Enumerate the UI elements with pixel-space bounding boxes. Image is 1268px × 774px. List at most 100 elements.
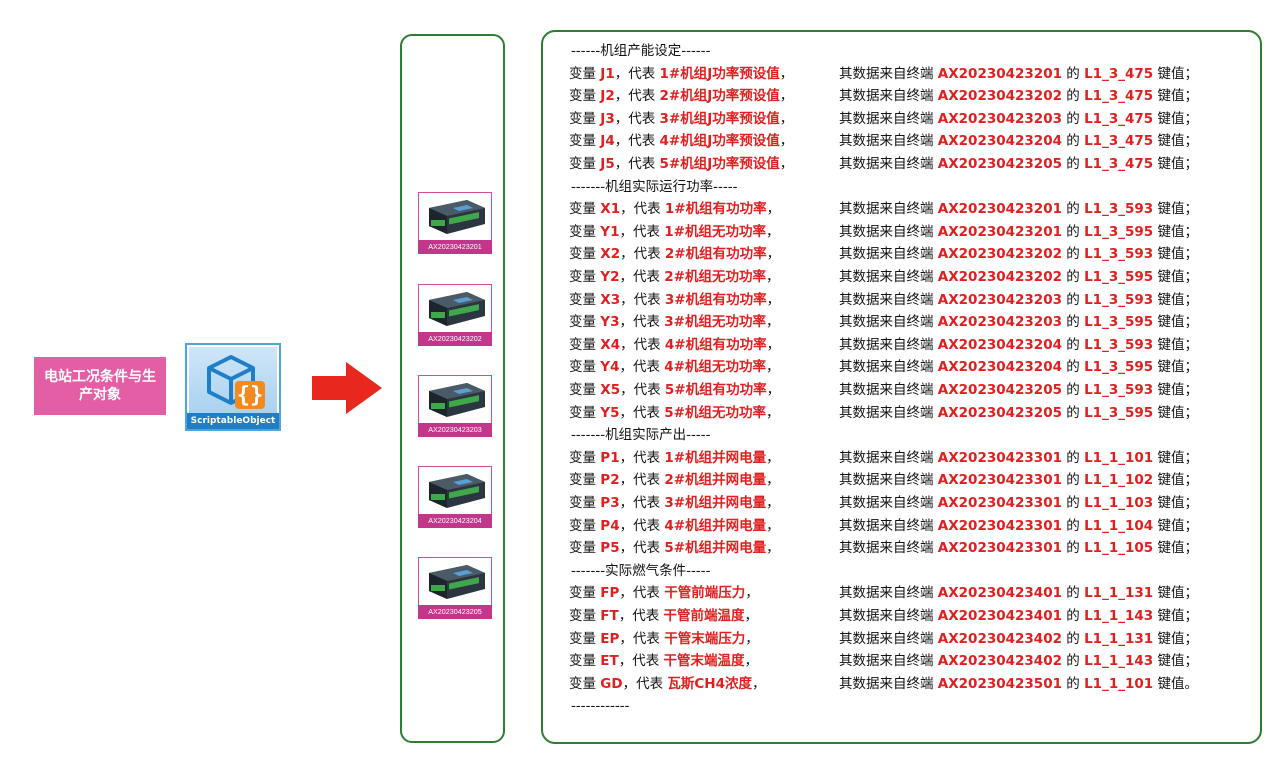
terminal-id: AX20230423201	[937, 223, 1062, 240]
represents-text: ，代表	[614, 133, 660, 150]
variable-line: 变量 J3，代表 3#机组J功率预设值，其数据来自终端 AX2023042320…	[569, 107, 1198, 131]
of-text: 的	[1061, 246, 1085, 263]
source-clause: 其数据来自终端 AX20230423205 的 L1_3_593 键值；	[839, 378, 1198, 402]
of-text: 的	[1061, 653, 1085, 670]
variable-description: 干管前端温度	[663, 608, 745, 624]
variable-description: 2#机组J功率预设值	[659, 88, 780, 105]
key-suffix: 键值；	[1153, 472, 1198, 489]
key-name: L1_1_104	[1084, 517, 1154, 534]
source-text: 其数据来自终端	[839, 630, 938, 647]
key-suffix: 键值；	[1153, 517, 1198, 534]
key-name: L1_3_595	[1084, 269, 1154, 285]
key-name: L1_1_143	[1084, 608, 1154, 624]
source-clause: 其数据来自终端 AX20230423201 的 L1_3_593 键值；	[839, 197, 1198, 221]
represents-text: ，代表	[620, 336, 665, 353]
variable-line: 变量 ET，代表 干管末端温度，其数据来自终端 AX20230423402 的 …	[569, 649, 1198, 673]
source-text: 其数据来自终端	[839, 223, 938, 240]
key-name: L1_3_475	[1084, 156, 1154, 172]
of-text: 的	[1061, 110, 1085, 127]
terminal-id: AX20230423204	[937, 133, 1062, 150]
terminal-device-icon	[429, 200, 485, 234]
variable-name: J3	[600, 110, 615, 127]
source-clause: 其数据来自终端 AX20230423202 的 L1_3_475 键值；	[839, 84, 1198, 108]
of-text: 的	[1061, 472, 1085, 489]
key-suffix: 键值；	[1153, 630, 1198, 647]
key-name: L1_3_593	[1084, 246, 1154, 263]
terminal-id: AX20230423202	[937, 88, 1062, 105]
separator: ，	[779, 156, 794, 172]
terminal-id: AX20230423205	[937, 156, 1062, 172]
terminal-id: AX20230423204	[937, 336, 1062, 353]
of-text: 的	[1061, 449, 1085, 466]
section-header: -------机组实际产出-----	[571, 427, 711, 444]
variable-description: 1#机组并网电量	[664, 449, 767, 466]
variable-description: 5#机组有功功率	[664, 382, 767, 398]
represents-text: ，代表	[619, 517, 665, 534]
source-clause: 其数据来自终端 AX20230423501 的 L1_1_101 键值。	[839, 672, 1198, 696]
represents-text: ，代表	[614, 110, 660, 127]
key-suffix: 键值；	[1153, 404, 1198, 421]
terminal-device: AX20230423201	[418, 192, 492, 254]
variable-line: 变量 X4，代表 4#机组有功功率，其数据来自终端 AX20230423204 …	[569, 333, 1198, 357]
separator: ，	[765, 404, 780, 421]
of-text: 的	[1061, 269, 1085, 285]
variable-prefix: 变量	[569, 359, 601, 376]
variable-line: 变量 P1，代表 1#机组并网电量，其数据来自终端 AX20230423301 …	[569, 446, 1198, 470]
of-text: 的	[1061, 585, 1085, 602]
source-text: 其数据来自终端	[839, 449, 938, 466]
variable-prefix: 变量	[569, 540, 601, 557]
variable-line: 变量 J2，代表 2#机组J功率预设值，其数据来自终端 AX2023042320…	[569, 84, 1198, 108]
source-text: 其数据来自终端	[839, 88, 938, 105]
key-suffix: 键值；	[1153, 314, 1198, 331]
variable-name: P1	[600, 449, 620, 466]
key-suffix: 键值；	[1153, 246, 1198, 263]
represents-text: ，代表	[619, 630, 665, 647]
variable-name: P5	[600, 540, 620, 557]
key-suffix: 键值；	[1153, 382, 1198, 398]
section-header: -------实际燃气条件-----	[571, 562, 711, 579]
variable-description: 5#机组无功功率	[664, 404, 766, 421]
variable-line: 变量 P4，代表 4#机组并网电量，其数据来自终端 AX20230423301 …	[569, 514, 1198, 538]
source-text: 其数据来自终端	[839, 269, 938, 285]
key-suffix: 键值；	[1153, 495, 1198, 511]
variable-name: J4	[600, 133, 615, 150]
key-suffix: 键值；	[1153, 223, 1198, 240]
of-text: 的	[1061, 540, 1085, 557]
source-clause: 其数据来自终端 AX20230423301 的 L1_1_103 键值；	[839, 491, 1198, 515]
represents-text: ，代表	[619, 269, 665, 285]
variable-prefix: 变量	[569, 608, 601, 624]
key-name: L1_3_593	[1084, 291, 1154, 308]
of-text: 的	[1061, 156, 1085, 172]
represents-text: ，代表	[618, 653, 664, 670]
variable-description: 2#机组有功功率	[664, 246, 767, 263]
separator: ，	[766, 336, 781, 353]
terminal-id: AX20230423402	[937, 630, 1062, 647]
terminal-id: AX20230423301	[937, 449, 1062, 466]
separator: ，	[766, 201, 781, 218]
source-clause: 其数据来自终端 AX20230423204 的 L1_3_593 键值；	[839, 333, 1198, 357]
represents-text: ，代表	[619, 495, 665, 511]
variable-line: 变量 X2，代表 2#机组有功功率，其数据来自终端 AX20230423202 …	[569, 242, 1198, 266]
variable-line: 变量 EP，代表 干管末端压力，其数据来自终端 AX20230423402 的 …	[569, 627, 1198, 651]
represents-text: ，代表	[619, 472, 665, 489]
scriptable-object-caption: ScriptableObject	[187, 413, 279, 429]
source-clause: 其数据来自终端 AX20230423204 的 L1_3_595 键值；	[839, 355, 1198, 379]
variable-name: GD	[600, 675, 623, 692]
source-text: 其数据来自终端	[839, 156, 938, 172]
separator: ，	[745, 630, 759, 647]
terminal-id-tag: AX20230423204	[418, 514, 492, 528]
cube-braces-icon: {}	[207, 355, 265, 409]
key-suffix: 键值；	[1153, 269, 1198, 285]
terminal-id: AX20230423301	[937, 472, 1062, 489]
variable-line: 变量 Y4，代表 4#机组无功功率，其数据来自终端 AX20230423204 …	[569, 355, 1198, 379]
separator: ，	[766, 449, 780, 466]
variable-line: 变量 X1，代表 1#机组有功功率，其数据来自终端 AX20230423201 …	[569, 197, 1198, 221]
variable-description: 3#机组无功功率	[664, 314, 766, 331]
variable-name: P2	[600, 472, 620, 489]
key-suffix: 键值；	[1153, 653, 1198, 670]
variable-description: 3#机组有功功率	[664, 291, 767, 308]
variable-prefix: 变量	[569, 653, 601, 670]
represents-text: ，代表	[619, 359, 665, 376]
svg-text:{}: {}	[237, 383, 264, 408]
